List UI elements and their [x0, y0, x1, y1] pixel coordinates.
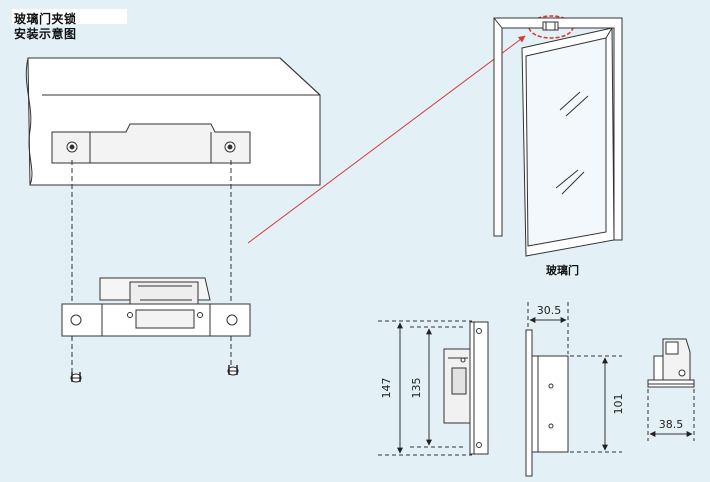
dim-label-135: 135	[410, 378, 423, 399]
title-highlight	[12, 9, 127, 24]
glass-door-caption: 玻璃门	[546, 264, 579, 277]
dim-side-depth	[527, 302, 569, 354]
lock-body	[61, 277, 251, 337]
dim-label-147: 147	[380, 378, 393, 399]
end-view	[647, 338, 695, 388]
dim-inner-height	[410, 326, 466, 448]
alignment-guides	[71, 160, 232, 372]
diagram-title: 玻璃门夹锁	[14, 12, 77, 26]
diagram-subtitle: 安装示意图	[14, 27, 77, 41]
side-view	[525, 329, 569, 477]
dim-label-38-5: 38.5	[659, 418, 684, 431]
front-view	[443, 321, 489, 455]
glass-door-drawing	[493, 17, 623, 257]
dim-side-height	[570, 355, 622, 453]
door-frame-header	[25, 57, 321, 186]
dim-end-width	[647, 389, 695, 441]
dim-label-101: 101	[612, 394, 625, 415]
callout-arrow	[247, 35, 526, 244]
dim-label-30-5: 30.5	[537, 304, 562, 317]
screw-left	[70, 372, 82, 383]
screw-right	[227, 365, 239, 376]
dim-overall-height	[378, 320, 472, 456]
